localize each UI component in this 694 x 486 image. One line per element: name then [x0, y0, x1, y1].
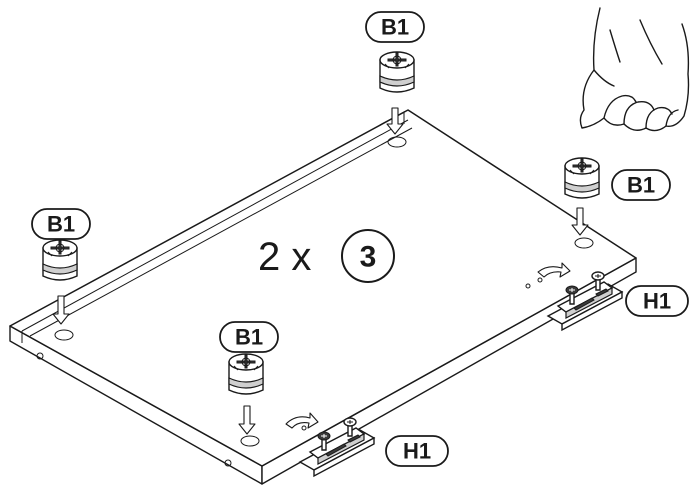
- cam-lock-icon: [379, 51, 415, 93]
- down-arrow-icon: [52, 295, 70, 325]
- down-arrow-icon: [386, 107, 404, 135]
- label-b1-top: B1: [365, 11, 425, 43]
- label-h1-bottom: H1: [385, 435, 449, 467]
- cam-hole: [240, 435, 260, 447]
- quantity-step: 3: [360, 241, 377, 274]
- pilot-hole: [525, 283, 531, 289]
- board-top-face: [9, 109, 637, 467]
- label-h1-bottom-text: H1: [403, 439, 431, 464]
- cam-lock-icon: [42, 239, 78, 281]
- step-circle: [341, 229, 395, 283]
- board-panel: [9, 109, 637, 485]
- cam-lock-icon: [228, 353, 264, 395]
- label-b1-left-text: B1: [47, 212, 75, 237]
- label-h1-right: H1: [625, 285, 689, 317]
- cam-hole: [387, 136, 407, 148]
- cam-hole: [54, 329, 74, 341]
- label-h1-right-text: H1: [643, 289, 671, 314]
- pilot-hole: [537, 277, 543, 283]
- label-b1-left: B1: [31, 208, 91, 240]
- label-b1-top-text: B1: [381, 15, 409, 40]
- board-groove: [21, 119, 413, 343]
- down-arrow-icon: [238, 405, 256, 435]
- cam-hole: [574, 237, 594, 249]
- cam-lock-icon: [564, 157, 600, 199]
- label-b1-center-text: B1: [235, 325, 263, 350]
- label-b1-right: B1: [611, 169, 671, 201]
- hand-icon: [579, 7, 690, 132]
- quantity-callout: 2 x 3: [258, 229, 395, 283]
- edge-hole: [36, 352, 44, 360]
- label-b1-center: B1: [219, 321, 279, 353]
- insert-arrows: [52, 107, 589, 435]
- edge-hole: [224, 459, 232, 467]
- rotate-arrow-icon: [285, 412, 319, 429]
- label-b1-right-text: B1: [627, 173, 655, 198]
- quantity-multiplier: 2 x: [258, 235, 311, 279]
- board-groove-end: [379, 111, 405, 126]
- rotate-arrow-icon: [537, 262, 571, 278]
- pilot-hole: [301, 425, 307, 431]
- down-arrow-icon: [571, 207, 589, 236]
